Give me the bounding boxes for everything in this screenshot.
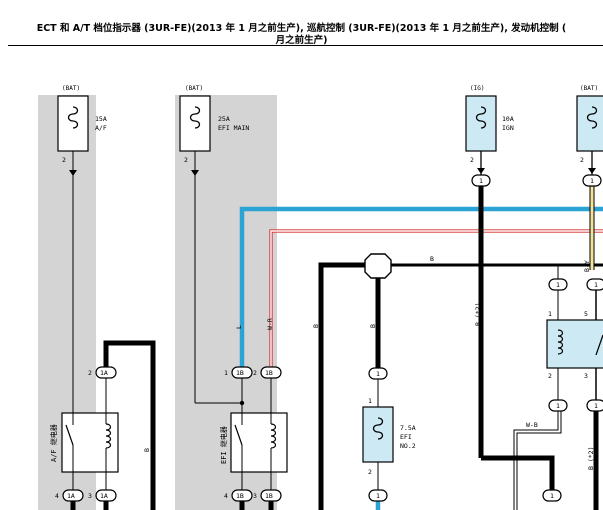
fuse-ign-amp: 10A [502, 115, 514, 123]
connector-1-relay-right-d: 1 [586, 399, 603, 412]
relay-af-name: A/F 继电器 [49, 424, 58, 462]
svg-text:1B: 1B [236, 492, 244, 500]
pin-4-efi: 4 [224, 492, 228, 500]
svg-text:1: 1 [550, 492, 554, 500]
relay-right-pin5: 5 [584, 310, 588, 318]
relay-efi [230, 412, 288, 473]
pin-2-efi-top: 2 [253, 369, 257, 377]
connector-1-ign: 1 [471, 174, 491, 187]
connector-1a-bottom-left: 1A [62, 489, 84, 502]
wire-b-relay-feed [103, 340, 156, 510]
pin-3-af: 3 [88, 492, 92, 500]
title-divider [8, 45, 603, 46]
wire-b-y-label: B-Y [583, 260, 591, 272]
wire-b-right-label: B (*2) [587, 447, 595, 470]
connector-1-bat-right: 1 [582, 174, 602, 187]
svg-text:1A: 1A [100, 492, 108, 500]
relay-right-pin3: 3 [584, 372, 588, 380]
fuse-ign [465, 95, 497, 152]
svg-text:1: 1 [556, 402, 560, 410]
page-title-line1: ECT 和 A/T 档位指示器 (3UR-FE)(2013 年 1 月之前生产)… [36, 23, 567, 34]
connector-1-relay-right-b: 1 [586, 278, 603, 291]
pin-4-af: 4 [55, 492, 59, 500]
pin-2-af-top: 2 [88, 369, 92, 377]
fuse-efi-no2-pin-bottom: 2 [368, 468, 372, 476]
connector-1a-bottom-right: 1A [95, 489, 117, 502]
relay-right-pin2: 2 [548, 372, 552, 380]
fuse-af [57, 95, 89, 152]
svg-text:1: 1 [376, 492, 380, 500]
source-bat-3: (BAT) [580, 85, 598, 92]
connector-1-bottom-right: 1 [542, 489, 562, 502]
wire-b-relay-label: B [143, 448, 151, 452]
wire-b-left-label: B [312, 324, 320, 328]
svg-text:1B: 1B [265, 492, 273, 500]
fuse-bat-right-pin: 2 [580, 156, 584, 164]
wire-w-b [513, 410, 559, 510]
source-bat-1: (BAT) [62, 85, 80, 92]
relay-right [546, 319, 603, 369]
connector-1-relay-right-a: 1 [548, 278, 568, 291]
svg-text:1: 1 [594, 281, 598, 289]
fuse-ign-pin: 2 [470, 156, 474, 164]
svg-text:1A: 1A [67, 492, 75, 500]
connector-1-efi2-bottom: 1 [368, 489, 388, 502]
source-bat-2: (BAT) [185, 85, 203, 92]
source-ig: (IG) [470, 85, 484, 92]
fuse-efi-no2-pin-top: 1 [368, 397, 372, 405]
fuse-efi-main-name: EFI MAIN [218, 124, 249, 132]
connector-1b-bottom-right: 1B [260, 489, 282, 502]
connector-1-efi2-top: 1 [368, 367, 388, 380]
connector-1b-bottom-left: 1B [231, 489, 253, 502]
svg-text:1A: 1A [100, 369, 108, 377]
arrow-icons [69, 168, 596, 176]
wire-w-b-label: W-B [526, 421, 538, 429]
wire-b-efi2-label: B [369, 324, 377, 328]
svg-text:1B: 1B [265, 369, 273, 377]
relay-af [61, 412, 119, 473]
wire-b-top-label: B [430, 255, 434, 263]
fuse-ign-name: IGN [502, 124, 514, 132]
pin-3-efi: 3 [253, 492, 257, 500]
svg-text:1B: 1B [236, 369, 244, 377]
fuse-efi-main-amp: 25A [218, 115, 230, 123]
fuse-efi-no2-name2: NO.2 [400, 442, 416, 450]
fuse-bat-right [576, 95, 603, 152]
fuse-efi-no2-amp: 7.5A [400, 424, 416, 432]
splice-junction [364, 253, 392, 279]
svg-text:1: 1 [556, 281, 560, 289]
fuse-efi-no2-name: EFI [400, 433, 412, 441]
relay-efi-name: EFI 继电器 [219, 426, 228, 464]
connector-1a-top: 1A [95, 366, 117, 379]
fuse-efi-main-pin: 2 [184, 156, 188, 164]
fuse-efi-main [179, 95, 211, 152]
svg-text:1: 1 [479, 177, 483, 185]
wire-w-r-label: W-R [266, 318, 274, 330]
svg-text:1: 1 [594, 402, 598, 410]
wire-b-ign-label: B (*2) [474, 303, 482, 326]
wire-b-main [318, 262, 366, 510]
page-title-line2: 月之前生产) [275, 35, 328, 46]
fuse-af-amp: 15A [95, 115, 107, 123]
wire-l-label: L [235, 325, 243, 329]
svg-text:1: 1 [376, 370, 380, 378]
connector-1b-blue: 1B [231, 366, 253, 379]
relay-right-pin1: 1 [548, 310, 552, 318]
svg-text:1: 1 [590, 177, 594, 185]
pin-1-efi-top: 1 [224, 369, 228, 377]
connector-1-relay-right-c: 1 [548, 399, 568, 412]
connector-1b-red: 1B [260, 366, 282, 379]
fuse-af-pin: 2 [62, 156, 66, 164]
fuse-af-name: A/F [95, 124, 107, 132]
fuse-efi-no2 [362, 406, 394, 463]
